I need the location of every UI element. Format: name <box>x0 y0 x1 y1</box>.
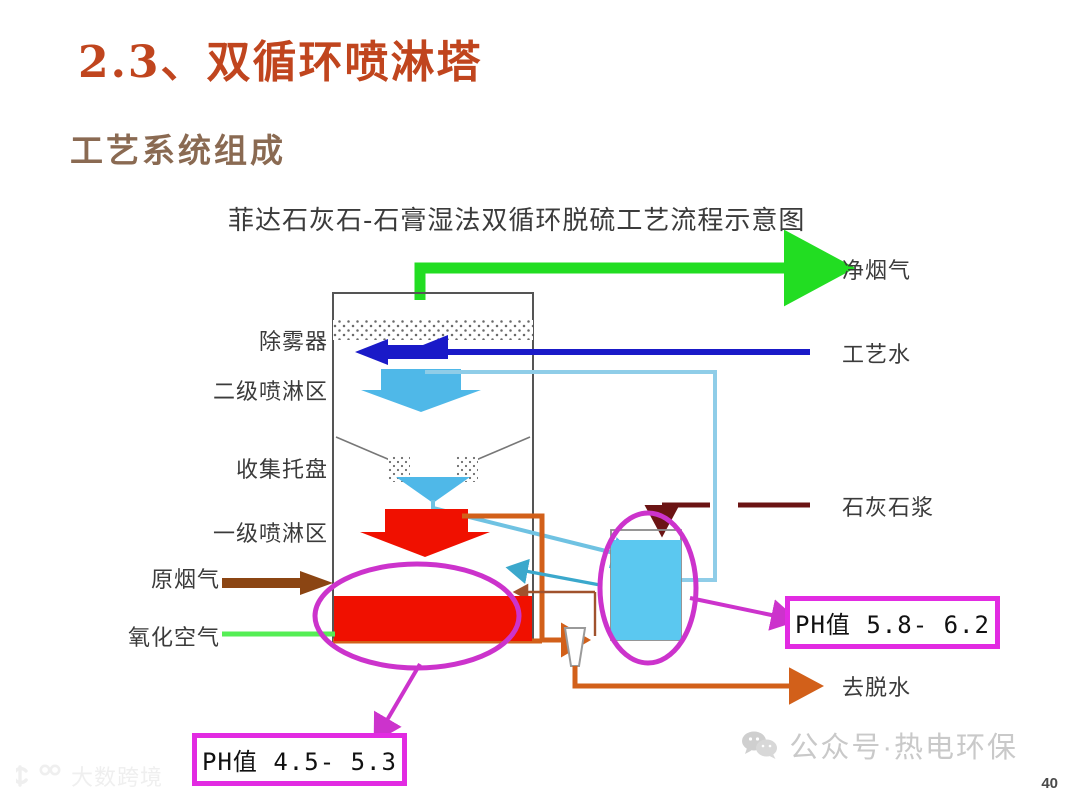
label-secondary-spray-zone: 二级喷淋区 <box>212 380 328 405</box>
highlight-ellipse-tank <box>597 510 699 666</box>
clean-gas-pipe <box>414 229 856 307</box>
label-collection-tray: 收集托盘 <box>235 458 328 483</box>
section-subtitle: 工艺系统组成 <box>70 131 286 170</box>
collection-tray <box>335 436 531 503</box>
label-limestone-slurry: 石灰石浆 <box>842 496 935 521</box>
watermark-right-text: 公众号·热电环保 <box>789 732 1018 764</box>
hydrocyclone <box>563 627 824 705</box>
label-demister: 除雾器 <box>258 330 328 355</box>
wechat-icon <box>742 731 778 759</box>
limestone-slurry-pipe <box>644 502 810 538</box>
sump-return-arrows <box>505 558 601 636</box>
page-title: 2.3、双循环喷淋塔 <box>78 37 483 88</box>
callout-ph-sump: PH值 4.5- 5.3 <box>192 733 407 786</box>
process-water-pipe <box>355 335 810 365</box>
callout-leader-sump <box>373 662 422 743</box>
watermark-left: 大数跨境 <box>16 760 163 792</box>
secondary-spray-arrow <box>361 369 481 412</box>
label-clean-flue-gas: 净烟气 <box>842 259 912 284</box>
tray-downcomer-pipe <box>431 500 640 569</box>
page-number: 40 <box>1041 775 1058 792</box>
label-raw-flue-gas: 原烟气 <box>150 568 220 593</box>
label-process-water: 工艺水 <box>842 343 912 368</box>
slurry-tank <box>610 529 682 641</box>
callout-ph-tank: PH值 5.8- 6.2 <box>785 596 1000 649</box>
label-to-dewatering: 去脱水 <box>842 676 912 701</box>
demister-layer <box>333 320 533 340</box>
label-primary-spray-zone: 一级喷淋区 <box>212 522 328 547</box>
figure-caption: 菲达石灰石-石膏湿法双循环脱硫工艺流程示意图 <box>228 206 806 236</box>
raw-gas-inlet-arrow <box>222 571 333 595</box>
callout-leader-tank <box>689 596 800 631</box>
primary-spray-arrow <box>360 509 490 557</box>
brand-logo-icon <box>16 764 61 787</box>
watermark-left-text: 大数跨境 <box>71 765 164 790</box>
tower-sump-liquid <box>334 596 532 641</box>
label-oxidation-air: 氧化空气 <box>127 626 220 651</box>
watermark-right: 公众号·热电环保 <box>741 724 1018 766</box>
